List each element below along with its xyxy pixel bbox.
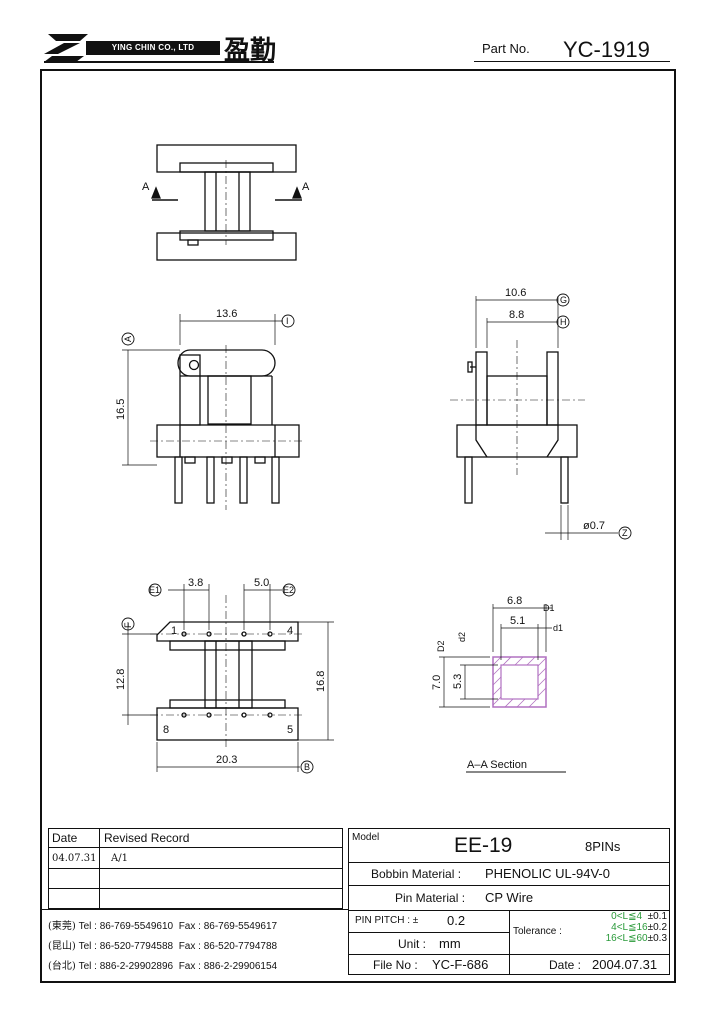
marker-g: G	[560, 295, 567, 305]
drawing-frame	[40, 69, 676, 983]
dim-bottom-width: 20.3	[216, 754, 237, 766]
section-a-a	[439, 604, 566, 773]
unit-label: Unit :	[398, 937, 427, 951]
marker-e1: E1	[149, 585, 160, 595]
revision-row-date: 04.07.31	[52, 853, 97, 864]
marker-i: I	[286, 316, 289, 326]
revision-header-date: Date	[52, 831, 78, 845]
dim-section-d1-inner: 5.1	[510, 615, 525, 627]
bobbin-material-label: Bobbin Material :	[371, 867, 462, 881]
contact-fax: Fax : 86-769-5549617	[178, 921, 278, 932]
contact-region: (台北)	[48, 961, 76, 972]
contact-tel: Tel : 886-2-29902896	[78, 961, 174, 972]
spec-table: Model EE-19 8PINs Bobbin Material : PHEN…	[348, 828, 670, 975]
dim-section-d1-outer: 6.8	[507, 595, 522, 607]
marker-D2: D2	[436, 640, 446, 652]
date-value: 2004.07.31	[592, 957, 658, 972]
tolerance-row: 16<L≦60±0.3	[575, 933, 667, 944]
file-no-label: File No :	[373, 958, 418, 972]
model-value: EE-19	[454, 834, 513, 857]
marker-f: F	[123, 622, 133, 628]
contact-region: (東莞)	[48, 921, 76, 932]
dim-bottom-h-right: 16.8	[315, 671, 327, 692]
unit-value: mm	[439, 936, 461, 951]
revision-table: Date Revised Record 04.07.31 A/1	[48, 828, 343, 909]
bobbin-material-value: PHENOLIC UL-94V-0	[485, 866, 610, 881]
revision-header-record: Revised Record	[104, 831, 190, 845]
dim-e1: 3.8	[188, 577, 203, 589]
dim-e2: 5.0	[254, 577, 269, 589]
pin-material-value: CP Wire	[485, 890, 534, 905]
contact-row: (昆山) Tel : 86-520-7794588 Fax : 86-520-7…	[48, 937, 277, 952]
pin-number-4: 4	[287, 625, 293, 637]
header-underline-left	[44, 61, 274, 63]
contact-fax: Fax : 86-520-7794788	[178, 941, 278, 952]
marker-a: A	[123, 336, 133, 342]
part-no-value: YC-1919	[563, 37, 650, 62]
tolerance-row: 0<L≦4 ±0.1	[575, 911, 667, 922]
pin-number-8: 8	[163, 724, 169, 736]
bottom-view	[122, 584, 334, 772]
front-view	[122, 314, 305, 510]
tolerance-label: Tolerance :	[513, 926, 562, 937]
marker-z: Z	[622, 528, 628, 538]
pin-number-5: 5	[287, 724, 293, 736]
contact-tel: Tel : 86-520-7794588	[78, 941, 174, 952]
contact-tel: Tel : 86-769-5549610	[78, 921, 174, 932]
model-label: Model	[352, 832, 380, 843]
section-caption: A–A Section	[467, 759, 527, 771]
title-block-header: YING CHIN CO., LTD 盈勤 Part No. YC-1919	[0, 0, 720, 70]
file-no-value: YC-F-686	[432, 957, 489, 972]
contact-row: (台北) Tel : 886-2-29902896 Fax : 886-2-29…	[48, 957, 277, 972]
company-name: YING CHIN CO., LTD	[86, 41, 220, 55]
marker-b: B	[304, 762, 310, 772]
dim-section-d2-inner: 5.3	[452, 674, 464, 689]
marker-e2: E2	[283, 585, 294, 595]
balloon-markers	[121, 293, 632, 774]
pin-pitch-label: PIN PITCH : ±	[355, 915, 419, 926]
part-no-label: Part No.	[482, 41, 530, 56]
date-label: Date :	[549, 958, 582, 972]
pin-number-1: 1	[171, 625, 177, 637]
pin-material-label: Pin Material :	[395, 891, 466, 905]
top-view	[151, 144, 302, 261]
dim-side-outer: 10.6	[505, 287, 526, 299]
contact-row: (東莞) Tel : 86-769-5549610 Fax : 86-769-5…	[48, 917, 277, 932]
contact-fax: Fax : 886-2-29906154	[178, 961, 278, 972]
dim-bottom-h-left: 12.8	[115, 669, 127, 690]
tolerance-value: ±0.3	[647, 933, 667, 944]
tolerance-value: ±0.2	[647, 922, 667, 933]
dim-pin-dia: ø0.7	[583, 520, 605, 532]
marker-d2: d2	[457, 632, 467, 642]
marker-d1: d1	[553, 623, 563, 633]
side-view	[450, 296, 618, 540]
tolerance-row: 4<L≦16±0.2	[575, 922, 667, 933]
section-mark-right: A	[302, 181, 310, 193]
tolerance-value: ±0.1	[647, 911, 667, 922]
dim-side-inner: 8.8	[509, 309, 524, 321]
contact-region: (昆山)	[48, 941, 76, 952]
marker-D1: D1	[543, 603, 555, 613]
tolerance-range: 16<L≦60	[605, 933, 648, 944]
dim-section-d2-outer: 7.0	[431, 675, 443, 690]
section-mark-left: A	[142, 181, 150, 193]
revision-row-record: A/1	[111, 853, 128, 864]
pins-value: 8PINs	[585, 839, 621, 854]
pin-pitch-value: 0.2	[447, 913, 466, 928]
marker-h: H	[560, 317, 567, 327]
header-underline-right	[474, 61, 670, 62]
dim-front-width: 13.6	[216, 308, 237, 320]
dim-front-height: 16.5	[115, 399, 127, 420]
company-logo-icon	[44, 34, 88, 62]
tolerance-range: 4<L≦16	[611, 922, 648, 933]
tolerance-list: 0<L≦4 ±0.1 4<L≦16±0.2 16<L≦60±0.3	[575, 911, 667, 944]
tolerance-range: 0<L≦4	[611, 911, 643, 922]
